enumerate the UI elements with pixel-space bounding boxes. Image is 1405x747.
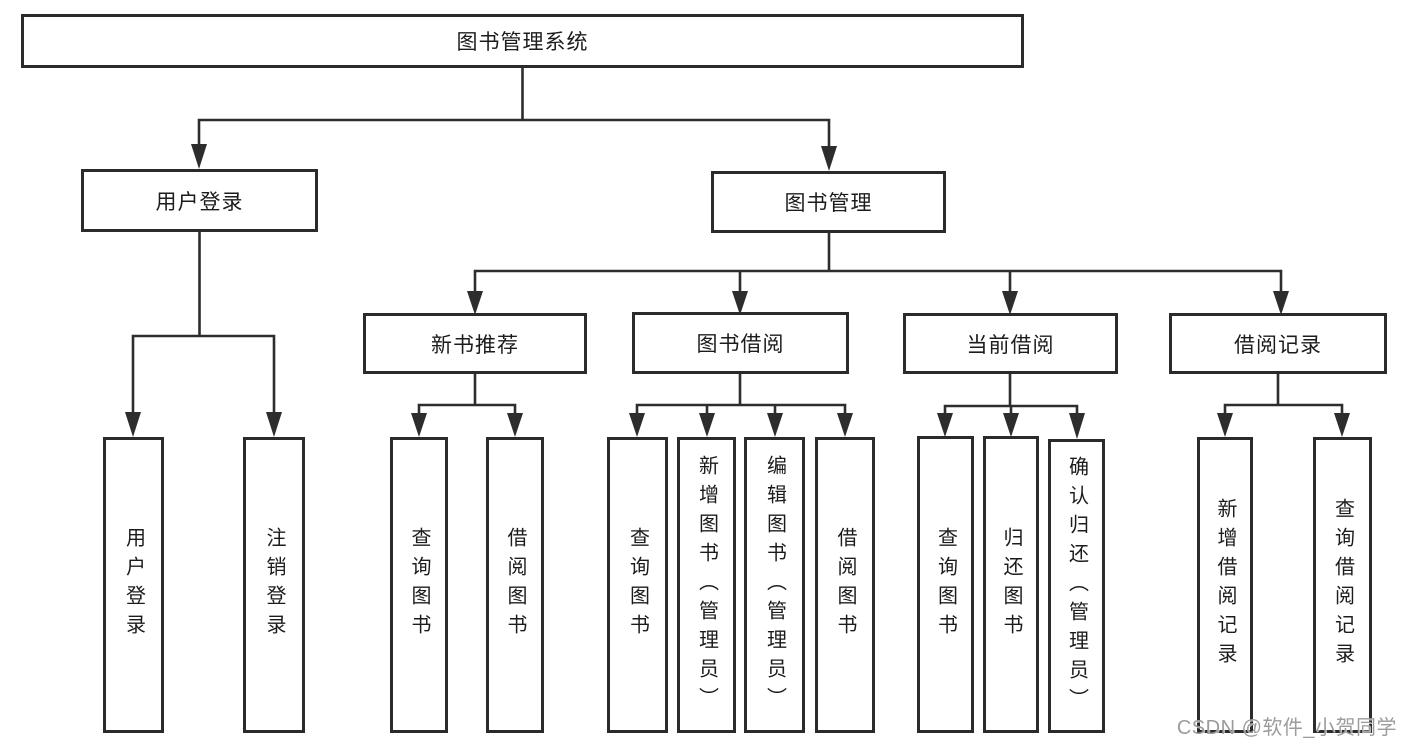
csdn-watermark: CSDN @软件_小贺同学 xyxy=(1176,717,1397,739)
leaf-query-books-2-label: 查询图书 xyxy=(626,527,649,643)
leaf-confirm-return-admin: 确认归还（管理员） xyxy=(1048,439,1105,733)
node-current-borrow: 当前借阅 xyxy=(903,313,1118,374)
node-borrow-records: 借阅记录 xyxy=(1169,313,1387,374)
leaf-edit-books-admin: 编辑图书（管理员） xyxy=(744,437,805,733)
node-root: 图书管理系统 xyxy=(21,14,1024,68)
node-current-borrow-label: 当前借阅 xyxy=(966,333,1055,357)
leaf-borrow-books-1-label: 借阅图书 xyxy=(504,527,526,643)
leaf-add-borrow-record: 新增借阅记录 xyxy=(1197,437,1253,733)
leaf-return-books-label: 归还图书 xyxy=(1000,526,1022,643)
leaf-borrow-books-1: 借阅图书 xyxy=(486,437,544,733)
leaf-user-login-label: 用户登录 xyxy=(122,527,145,643)
leaf-add-borrow-record-label: 新增借阅记录 xyxy=(1214,498,1236,672)
leaf-query-books-3-label: 查询图书 xyxy=(934,526,957,643)
leaf-query-books-1: 查询图书 xyxy=(390,437,448,733)
node-user-login: 用户登录 xyxy=(81,169,318,232)
node-new-book-recommend-label: 新书推荐 xyxy=(431,333,519,357)
leaf-query-books-1-label: 查询图书 xyxy=(408,527,430,643)
leaf-user-login: 用户登录 xyxy=(103,437,164,733)
node-user-login-label: 用户登录 xyxy=(155,190,244,214)
node-book-borrow: 图书借阅 xyxy=(632,312,849,374)
leaf-edit-books-admin-label: 编辑图书（管理员） xyxy=(763,454,786,716)
node-book-management-label: 图书管理 xyxy=(784,192,873,215)
leaf-query-borrow-record-label: 查询借阅记录 xyxy=(1331,498,1354,672)
node-root-label: 图书管理系统 xyxy=(456,31,589,54)
leaf-query-books-3: 查询图书 xyxy=(917,436,974,733)
node-borrow-records-label: 借阅记录 xyxy=(1234,333,1322,357)
node-book-management: 图书管理 xyxy=(711,171,946,233)
leaf-confirm-return-admin-label: 确认归还（管理员） xyxy=(1065,455,1088,717)
node-book-borrow-label: 图书借阅 xyxy=(696,333,785,356)
leaf-return-books: 归还图书 xyxy=(983,436,1039,733)
leaf-logout-label: 注销登录 xyxy=(263,527,285,643)
leaf-borrow-books-2-label: 借阅图书 xyxy=(834,527,856,643)
leaf-query-books-2: 查询图书 xyxy=(607,437,668,733)
leaf-logout: 注销登录 xyxy=(243,437,305,733)
arrowheads xyxy=(125,144,1350,439)
node-new-book-recommend: 新书推荐 xyxy=(363,313,587,374)
leaf-borrow-books-2: 借阅图书 xyxy=(815,437,875,733)
leaf-add-books-admin: 新增图书（管理员） xyxy=(677,437,736,733)
leaf-add-books-admin-label: 新增图书（管理员） xyxy=(695,454,718,716)
leaf-query-borrow-record: 查询借阅记录 xyxy=(1313,437,1372,733)
